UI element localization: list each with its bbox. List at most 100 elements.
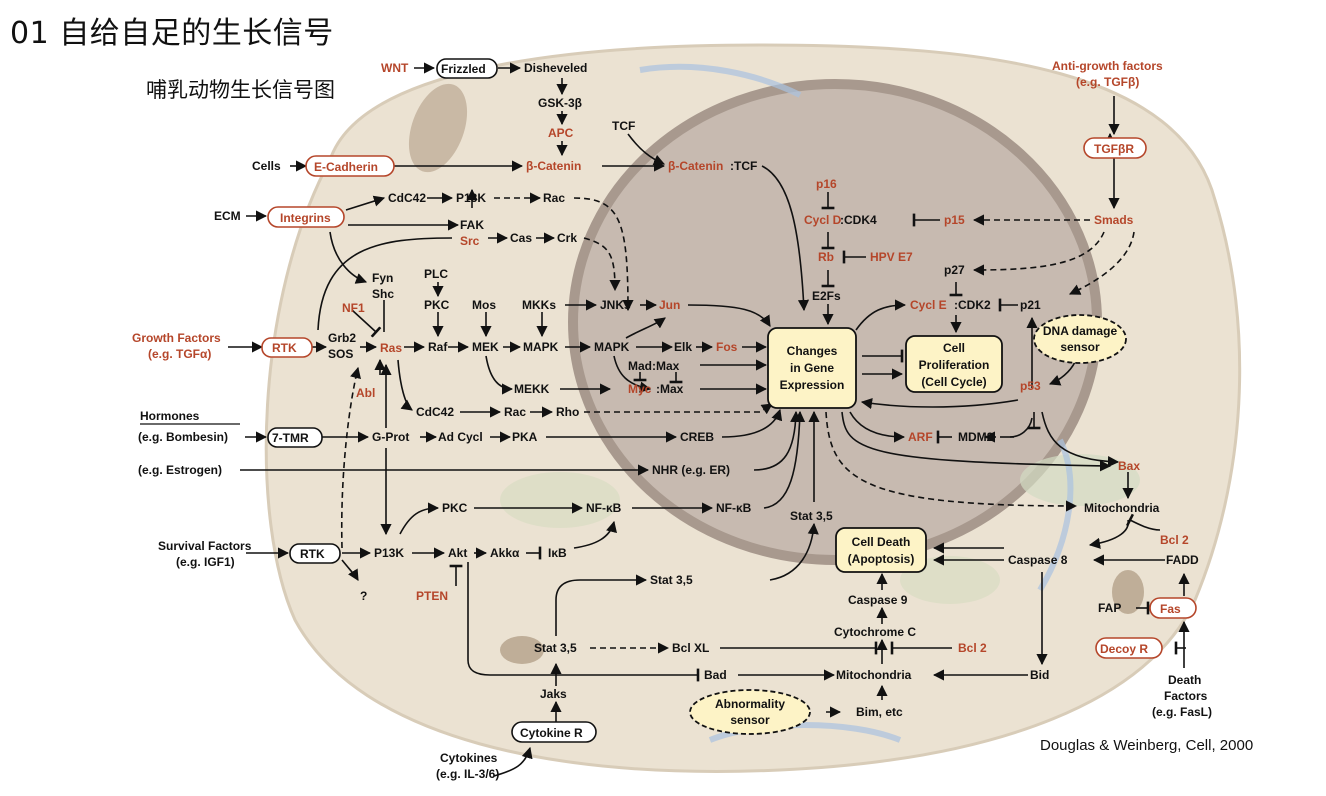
dna-sensor-label-2: sensor (1060, 340, 1100, 354)
proliferation-label-3: (Cell Cycle) (921, 375, 986, 389)
node-integrins: Integrins (280, 211, 331, 225)
edge (584, 403, 773, 415)
node-antigrowth-eg: (e.g. TGFβ) (1076, 75, 1139, 89)
node-cytokines-eg: (e.g. IL-3/6) (436, 767, 499, 781)
apoptosis-label-1: Cell Death (852, 535, 911, 549)
edge (399, 502, 440, 535)
edge (397, 359, 413, 411)
node-cytokine-r: Cytokine R (520, 726, 583, 740)
node-bombesin: (e.g. Bombesin) (138, 430, 228, 444)
endoplasmic-reticulum (639, 63, 802, 98)
node-rho: Rho (556, 405, 579, 419)
edge (555, 574, 648, 636)
gene-expression-label-2: in Gene (790, 361, 834, 375)
node-estrogen: (e.g. Estrogen) (138, 463, 222, 477)
node-bcatenin-tcf-a: β-Catenin (668, 159, 723, 173)
citation: Douglas & Weinberg, Cell, 2000 (1040, 737, 1254, 754)
node-gprot: G-Prot (372, 430, 409, 444)
node-cycld-b: :CDK4 (840, 213, 877, 227)
decoy-r-outline (1095, 637, 1163, 659)
edge (583, 237, 621, 292)
node-bcl2-right: Bcl 2 (1160, 533, 1189, 547)
node-mek: MEK (472, 340, 499, 354)
edge (1048, 361, 1076, 386)
node-fap: FAP (1098, 601, 1121, 615)
gene-expression-label-3: Expression (780, 378, 845, 392)
node-outlines (261, 58, 1197, 743)
node-mos: Mos (472, 298, 496, 312)
node-p13k-low: P13K (374, 546, 404, 560)
edge (485, 355, 514, 395)
node-myc: Myc (628, 382, 652, 396)
cytokine-r-outline (511, 721, 597, 743)
node-adcycl: Ad Cycl (438, 430, 483, 444)
node-ras: Ras (380, 341, 402, 355)
node-death-factors-3: (e.g. FasL) (1152, 705, 1212, 719)
node-cas: Cas (510, 231, 532, 245)
fas-outline (1149, 597, 1197, 619)
organelle (408, 83, 468, 173)
organelle (500, 472, 620, 528)
ecadherin-outline (305, 155, 395, 177)
edge (627, 133, 666, 166)
apoptosis-box (835, 527, 927, 573)
node-src: Src (460, 234, 480, 248)
node-fos: Fos (716, 340, 738, 354)
dna-sensor-oval (1033, 314, 1127, 364)
edge (761, 165, 810, 312)
node-mapk1: MAPK (523, 340, 559, 354)
node-rb: Rb (818, 250, 834, 264)
edge (493, 746, 533, 777)
node-p27: p27 (944, 263, 965, 277)
edge (841, 411, 1112, 472)
node-antigrowth: Anti-growth factors (1052, 59, 1163, 73)
abnormality-sensor-label-1: Abnormality (715, 697, 785, 711)
integrins-outline (267, 206, 345, 228)
edge (1068, 231, 1135, 295)
node-decoy-r: Decoy R (1100, 642, 1148, 656)
node-akka: Akkα (490, 546, 520, 560)
node-raf: Raf (428, 340, 448, 354)
gene-expression-box (767, 327, 857, 409)
node-nfkb2: NF-κB (716, 501, 752, 515)
node-plc: PLC (424, 267, 448, 281)
node-ecm: ECM (214, 209, 241, 223)
outcome-box-labels: Changes in Gene Expression Cell Prolifer… (715, 324, 1117, 727)
node-tcf: TCF (612, 119, 635, 133)
organelle (1112, 570, 1144, 614)
tgfbr-outline (1083, 137, 1147, 159)
edge (573, 197, 634, 312)
organelle (500, 636, 544, 664)
node-grb2: Grb2 (328, 331, 356, 345)
molecule-labels: WNT Frizzled Disheveled GSK-3β APC TCF C… (132, 59, 1212, 781)
node-e2fs: E2Fs (812, 289, 841, 303)
node-cycld-a: Cycl D (804, 213, 842, 227)
outcome-boxes (689, 314, 1127, 735)
endoplasmic-reticulum (708, 722, 902, 743)
node-pkc-mid: PKC (424, 298, 450, 312)
node-abl: Abl (356, 386, 375, 400)
edge (351, 309, 382, 338)
slide-subtitle: 哺乳动物生长信号图 (146, 78, 335, 102)
proliferation-label-1: Cell (943, 341, 965, 355)
node-akt: Akt (448, 546, 467, 560)
edge (763, 410, 806, 509)
node-frizzled: Frizzled (441, 62, 486, 76)
node-death-factors-2: Factors (1164, 689, 1208, 703)
node-rac-top: Rac (543, 191, 565, 205)
node-mkks: MKKs (522, 298, 556, 312)
node-fadd: FADD (1166, 553, 1199, 567)
node-jaks: Jaks (540, 687, 567, 701)
node-rac-low: Rac (504, 405, 526, 419)
node-elk: Elk (674, 340, 692, 354)
node-nf1: NF1 (342, 301, 365, 315)
node-wnt: WNT (381, 61, 409, 75)
cell-background (264, 43, 1242, 773)
node-nfkb1: NF-κB (586, 501, 622, 515)
node-shc: Shc (372, 287, 394, 301)
node-cytokines: Cytokines (440, 751, 498, 765)
node-survival-factors: Survival Factors (158, 539, 252, 553)
node-gsk3b: GSK-3β (538, 96, 582, 110)
node-mito-low: Mitochondria (836, 668, 912, 682)
